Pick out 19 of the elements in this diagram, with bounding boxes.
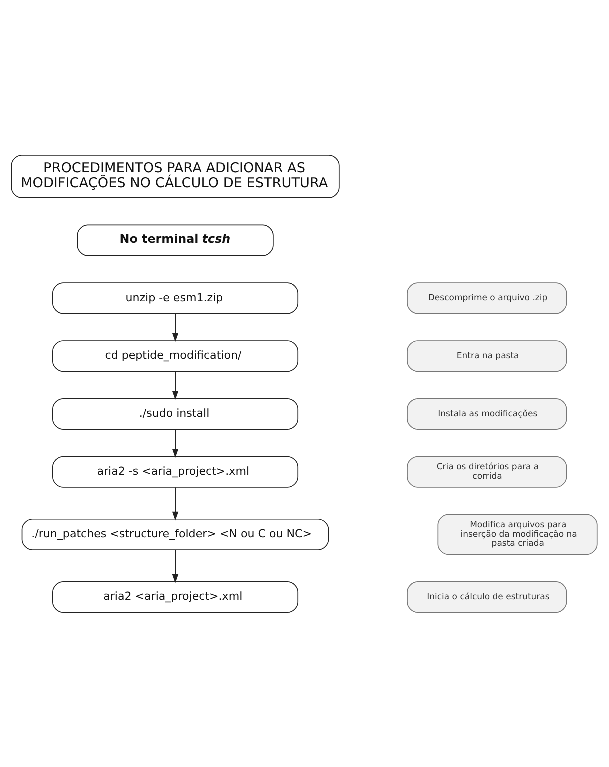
arrow bbox=[172, 314, 179, 342]
node-box: Inicia o cálculo de estruturas bbox=[407, 581, 568, 613]
node-box: Instala as modificações bbox=[407, 398, 568, 430]
node-box: PROCEDIMENTOS PARA ADICIONAR AS MODIFICAÇÕES NO CÁLCULO DE ESTRUTURA bbox=[11, 154, 340, 198]
arrow bbox=[172, 371, 179, 400]
node-box: cd peptide_modification/ bbox=[52, 340, 299, 372]
node-box: Descomprime o arquivo .zip bbox=[407, 282, 568, 314]
arrow bbox=[172, 487, 179, 520]
node-box: aria2 -s <aria_project>.xml bbox=[52, 456, 299, 488]
arrow bbox=[172, 429, 179, 458]
node-box: Entra na pasta bbox=[407, 340, 568, 372]
node-box: No terminal tcsh bbox=[77, 224, 274, 256]
node-box: unzip -e esm1.zip bbox=[52, 282, 299, 314]
node-box: Cria os diretórios para a corrida bbox=[407, 456, 568, 488]
arrow bbox=[172, 550, 179, 583]
node-box: Modifica arquivos para inserção da modificação na pasta criada bbox=[438, 514, 598, 555]
node-box: ./run_patches <structure_folder> <N ou C ou NC> bbox=[22, 518, 330, 550]
node-box: ./sudo install bbox=[52, 398, 299, 430]
node-box: aria2 <aria_project>.xml bbox=[52, 581, 299, 613]
